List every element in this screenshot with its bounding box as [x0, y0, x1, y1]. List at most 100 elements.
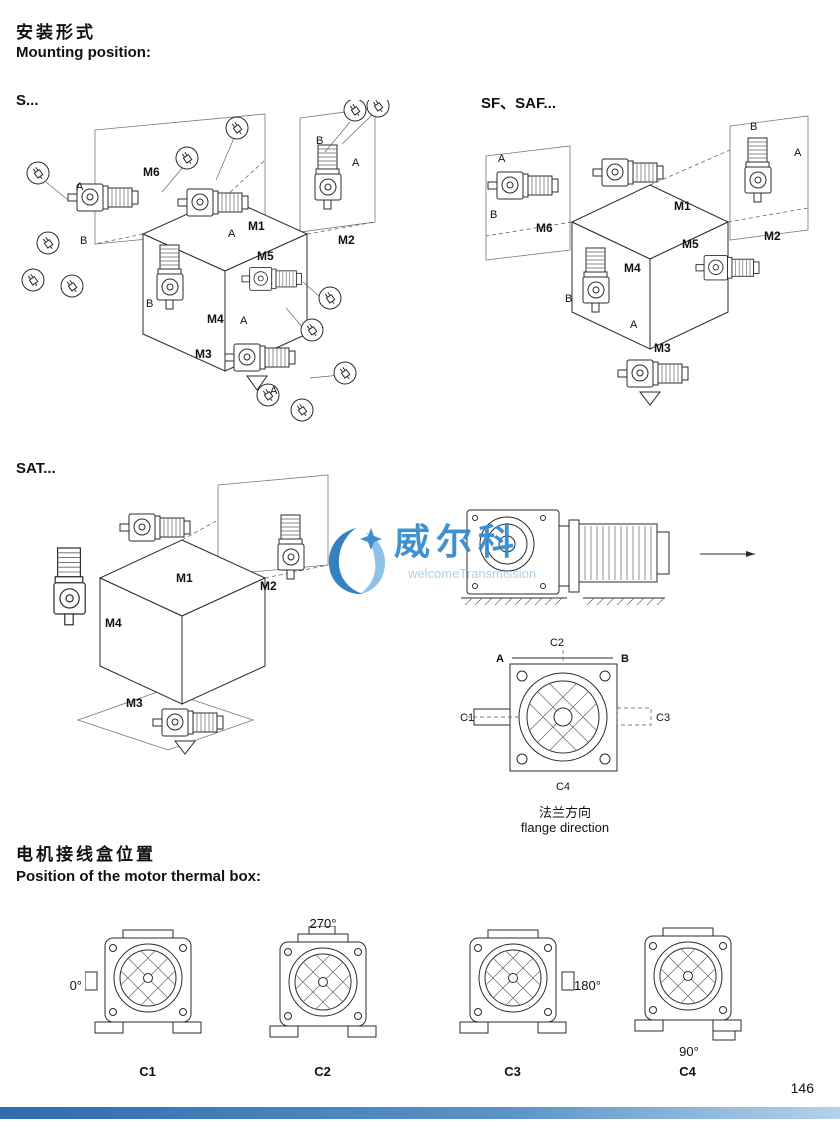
sat-label-m2: M2 [260, 579, 277, 593]
sf-label-b: B [565, 293, 572, 305]
sf-cube [570, 184, 730, 350]
s-label-b: B [146, 298, 153, 310]
sf-label-m3: M3 [654, 341, 671, 355]
angle-label-180: 180° [574, 978, 601, 993]
flange-caption-en: flange direction [520, 820, 610, 835]
terminal-box [712, 1030, 736, 1041]
cable-gland-icon [343, 100, 367, 122]
sf-mounting-diagram: M6 M1 M2 M5 M4 M3 A B B A B A [485, 115, 809, 406]
sf-label-m1: M1 [674, 199, 691, 213]
angle-label-90: 90° [679, 1044, 699, 1059]
s-label-a: A [352, 157, 360, 169]
angle-label-270: 270° [309, 916, 337, 931]
flange-label-c1: C1 [460, 712, 474, 724]
flange-label-c2: C2 [550, 637, 564, 649]
flange-label-c3: C3 [656, 712, 670, 724]
sat-unit-m2 [277, 514, 305, 580]
s-mounting-diagram: M6 M1 M2 M5 M4 M3 A B B A A B A A [21, 100, 390, 422]
sat-label-m1: M1 [176, 571, 193, 585]
sf-unit-m5 [695, 255, 760, 281]
position-label-c1: C1 [139, 1064, 156, 1079]
sat-label-m4: M4 [105, 616, 122, 630]
watermark-subtitle: welcomeTransmission [408, 566, 537, 581]
cable-gland-icon [21, 268, 45, 292]
unit-front-c1 [85, 926, 210, 1044]
s-label-m5: M5 [257, 249, 274, 263]
s-unit-m5 [241, 266, 302, 291]
sf-label-b: B [750, 121, 757, 133]
position-label-c4: C4 [679, 1064, 696, 1079]
position-label-c3: C3 [504, 1064, 521, 1079]
cable-gland-icon [366, 100, 390, 118]
sf-unit-m2 [744, 137, 772, 203]
page-title-en: Mounting position: [16, 44, 151, 61]
flange-caption-zh: 法兰方向 [538, 805, 591, 820]
s-label-b: B [316, 135, 323, 147]
sf-label-m5: M5 [682, 237, 699, 251]
sf-unit-m3 [617, 359, 689, 388]
section-label-sat: SAT... [16, 460, 56, 477]
sf-unit-m6 [487, 171, 559, 200]
s-label-a: A [76, 181, 84, 193]
flange-direction-diagram: C2 A B C1 C3 C4 [460, 637, 670, 793]
s-label-m2: M2 [338, 233, 355, 247]
s-label-m1: M1 [248, 219, 265, 233]
unit-front-c4 [625, 926, 750, 1041]
flange-label-c4: C4 [556, 781, 570, 793]
section-label-sf: SF、SAF... [481, 95, 557, 112]
cable-gland-icon [300, 318, 324, 342]
sat-unit-m1 [119, 513, 191, 542]
footer-bar [0, 1107, 840, 1119]
watermark: 威尔科 welcomeTransmission [322, 524, 536, 598]
s-label-m4: M4 [207, 312, 224, 326]
unit-front-c3 [450, 926, 575, 1044]
s-unit-m1 [177, 188, 249, 217]
sf-label-m2: M2 [764, 229, 781, 243]
cable-gland-icon [225, 116, 249, 140]
sf-unit-m4 [582, 247, 610, 313]
s-unit-m2 [314, 144, 342, 210]
thermal-title-en: Position of the motor thermal box: [16, 868, 262, 885]
s-unit-m4 [156, 244, 184, 310]
s-label-a: A [270, 385, 278, 397]
watermark-brand: 威尔科 [394, 521, 521, 562]
sat-mounting-diagram: M1 M2 M4 M3 [53, 474, 329, 755]
cable-gland-icon [290, 398, 314, 422]
sf-label-m6: M6 [536, 221, 553, 235]
cable-gland-icon [26, 161, 50, 185]
cable-gland-icon [333, 361, 357, 385]
angle-label-0: 0° [69, 978, 82, 993]
flange-label-b: B [621, 653, 629, 665]
sf-label-a: A [498, 153, 506, 165]
arrow-icon [746, 551, 755, 557]
section-label-s: S... [16, 92, 39, 109]
sf-label-a: A [794, 147, 802, 159]
terminal-box [85, 971, 98, 991]
cable-gland-icon [318, 286, 342, 310]
sf-label-b: B [490, 209, 497, 221]
sf-label-a: A [630, 319, 638, 331]
thermal-title-zh: 电机接线盒位置 [16, 845, 156, 864]
cable-gland-icon [60, 274, 84, 298]
unit-front-c2 [260, 926, 385, 1044]
sf-label-m4: M4 [624, 261, 641, 275]
sat-label-m3: M3 [126, 696, 143, 710]
sat-unit-m3 [152, 708, 224, 737]
sf-unit-m1 [592, 158, 664, 187]
position-label-c2: C2 [314, 1064, 331, 1079]
s-unit-m3 [224, 343, 296, 372]
terminal-box [561, 971, 575, 991]
flange-label-a: A [496, 653, 504, 665]
cable-gland-icon [36, 231, 60, 255]
cable-gland-icon [175, 146, 199, 170]
page-title-zh: 安装形式 [16, 23, 96, 42]
s-label-m3: M3 [195, 347, 212, 361]
s-label-b: B [80, 235, 87, 247]
s-label-m6: M6 [143, 165, 160, 179]
page-number: 146 [790, 1080, 814, 1096]
sat-unit-m4 [53, 547, 86, 626]
s-label-a: A [228, 228, 236, 240]
sat-cube [98, 539, 267, 705]
watermark-logo-icon [328, 528, 386, 595]
